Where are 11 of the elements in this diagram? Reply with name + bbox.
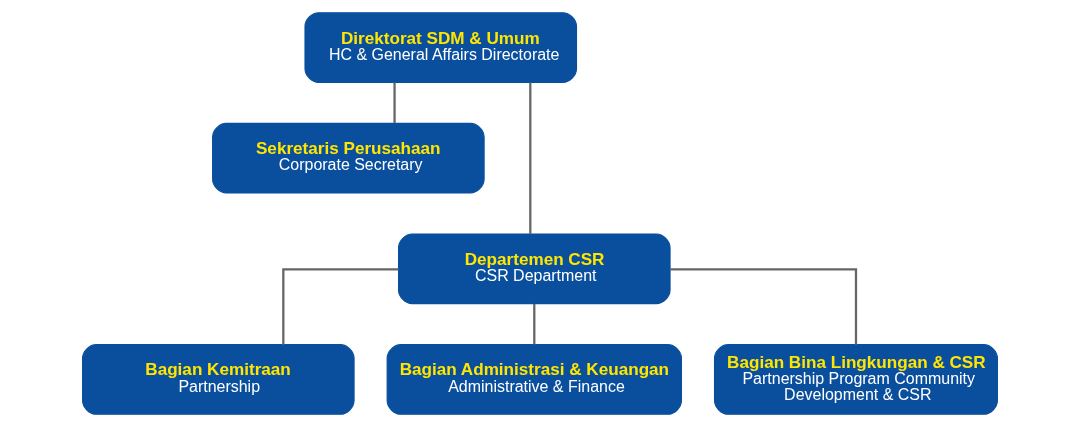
connector	[281, 268, 399, 345]
node-box: Direktorat SDM & Umum HC & General Affairs Directorate	[303, 12, 577, 83]
connector	[669, 268, 857, 345]
node-box: Bagian Kemitraan Partnership	[81, 344, 355, 415]
node-box: Departemen CSR CSR Department	[397, 233, 671, 305]
node-box: Bagian Administrasi & Keuangan Administrative & Finance	[386, 344, 682, 415]
connector	[532, 303, 535, 345]
connector	[528, 82, 531, 234]
node-box: Sekretaris Perusahaan Corporate Secretary	[211, 122, 485, 194]
connector	[392, 82, 396, 123]
node-box: Bagian Bina Lingkungan & CSR Partnership Program Community Development & CSR	[713, 344, 998, 415]
